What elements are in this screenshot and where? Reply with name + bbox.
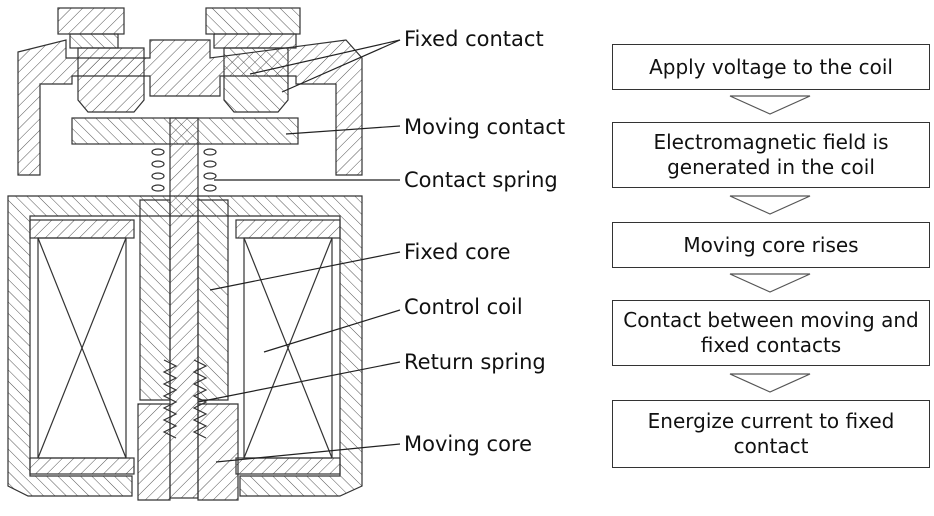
- flow-step-5: Energize current to fixed contact: [612, 400, 930, 468]
- label-fixed-contact: Fixed contact: [404, 27, 544, 51]
- label-fixed-core: Fixed core: [404, 240, 511, 264]
- label-moving-contact: Moving contact: [404, 115, 566, 139]
- shaft: [169, 117, 199, 499]
- control-coil: [37, 237, 333, 459]
- moving-core: [137, 403, 239, 501]
- flow-arrow-3: [729, 273, 811, 293]
- fixed-core: [139, 199, 229, 401]
- flow-step-1: Apply voltage to the coil: [612, 44, 930, 90]
- label-moving-core: Moving core: [404, 432, 533, 456]
- flow-step-2: Electromagnetic field is generated in th…: [612, 122, 930, 188]
- label-return-spring: Return spring: [404, 350, 546, 374]
- return-spring: [162, 359, 208, 439]
- outer-yoke: [7, 195, 363, 497]
- flow-arrow-1: [729, 95, 811, 115]
- flow-arrow-4: [729, 373, 811, 393]
- label-contact-spring: Contact spring: [404, 168, 558, 192]
- label-control-coil: Control coil: [404, 295, 523, 319]
- leader-lines: [197, 39, 401, 463]
- flow-arrow-2: [729, 195, 811, 215]
- flow-step-4: Contact between moving and fixed contact…: [612, 300, 930, 366]
- contact-spring: [151, 148, 217, 192]
- flow-step-3: Moving core rises: [612, 222, 930, 268]
- top-cap: [17, 39, 363, 176]
